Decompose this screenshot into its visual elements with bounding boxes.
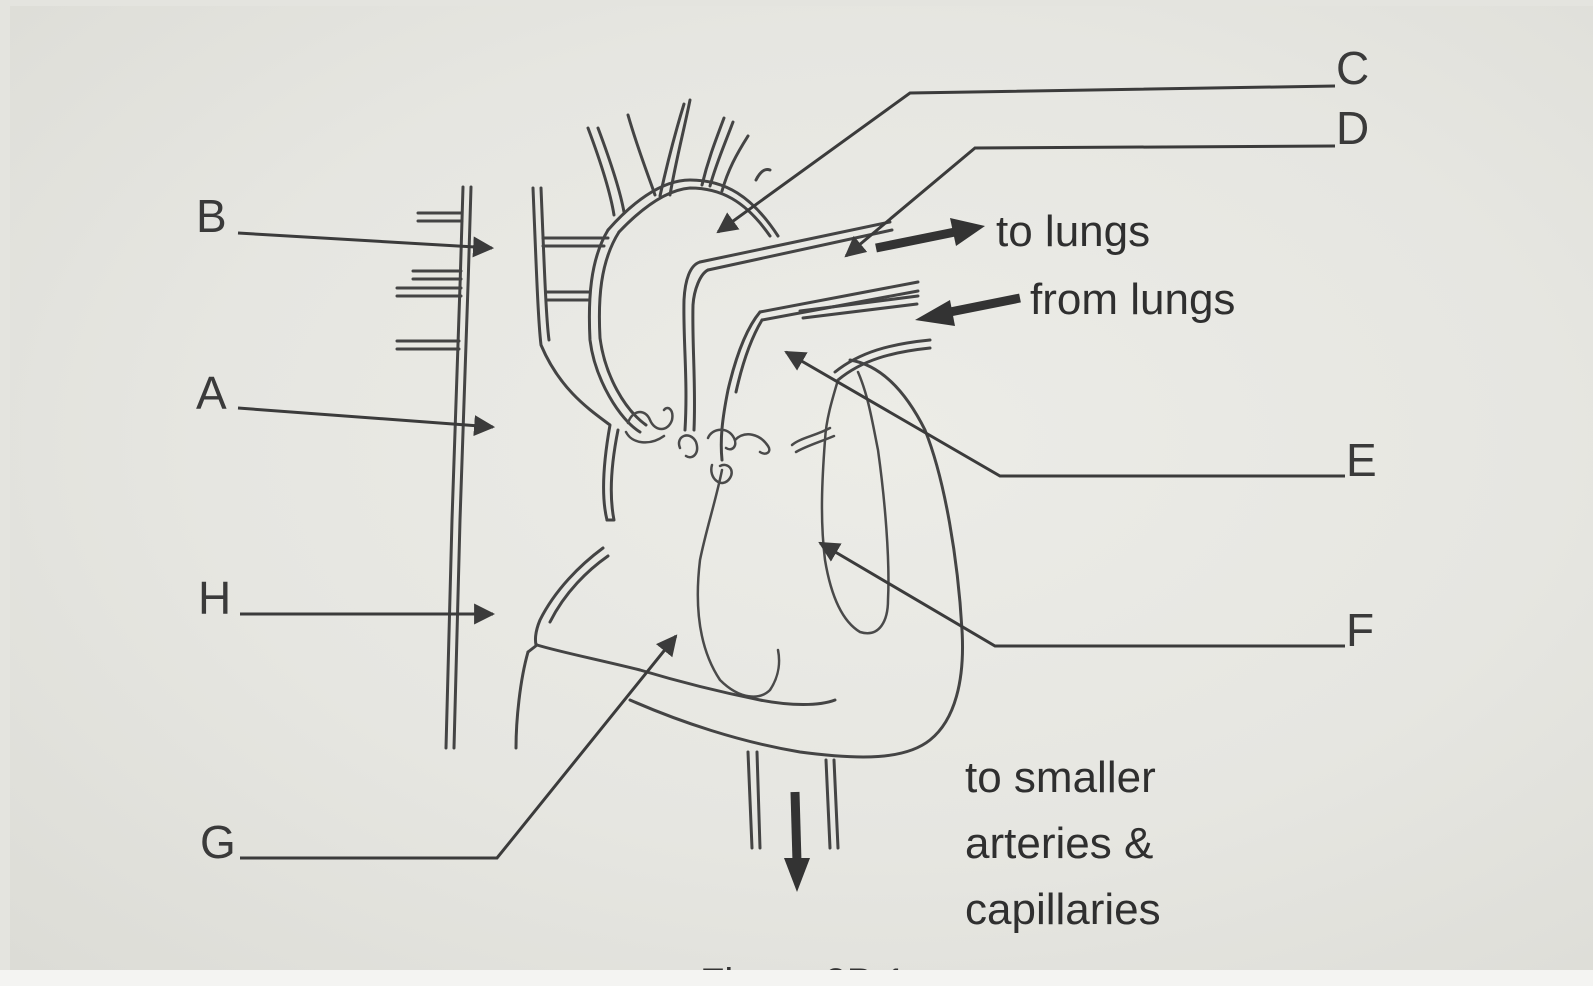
page-bottom-edge bbox=[0, 970, 1593, 986]
label-h: H bbox=[198, 572, 231, 624]
heart-outline bbox=[397, 100, 963, 848]
label-g: G bbox=[200, 816, 236, 868]
label-e: E bbox=[1346, 434, 1377, 486]
to-smaller-line3: capillaries bbox=[965, 885, 1161, 934]
label-c: C bbox=[1336, 42, 1369, 94]
leader-g bbox=[240, 636, 676, 858]
label-a: A bbox=[196, 367, 227, 419]
leader-lines bbox=[238, 86, 1345, 858]
to-smaller-line1: to smaller bbox=[965, 753, 1156, 802]
leader-f bbox=[820, 543, 1345, 646]
label-f: F bbox=[1346, 604, 1374, 656]
to-lungs-text: to lungs bbox=[996, 207, 1150, 256]
to-lungs-arrow bbox=[876, 218, 985, 248]
leader-b bbox=[238, 233, 492, 248]
down-arrow bbox=[784, 792, 810, 892]
to-smaller-line2: arteries & bbox=[965, 819, 1153, 868]
from-lungs-text: from lungs bbox=[1030, 275, 1235, 324]
letter-labels: B A H G C D E F bbox=[196, 42, 1377, 868]
from-lungs-arrow bbox=[915, 298, 1020, 326]
flow-notes: to lungs from lungs to smaller arteries … bbox=[965, 207, 1235, 934]
label-d: D bbox=[1336, 102, 1369, 154]
label-b: B bbox=[196, 190, 227, 242]
